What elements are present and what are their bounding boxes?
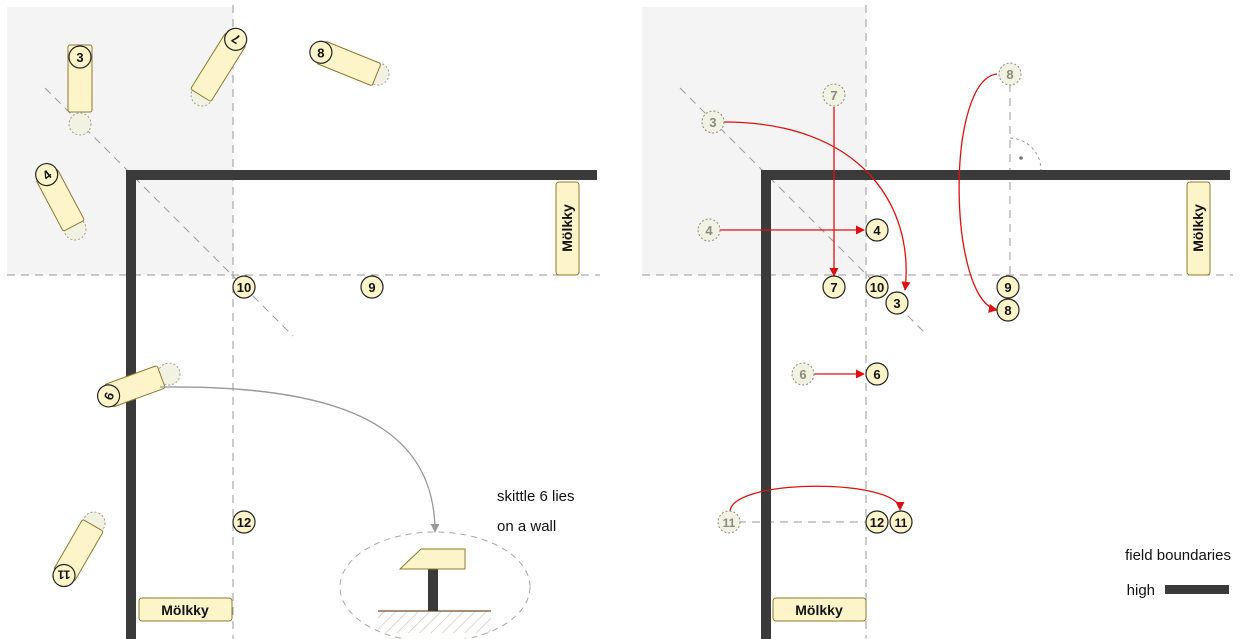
new-skittle-6-label: 6 <box>873 367 880 382</box>
left-molkky-sign-bottom: Mölkky <box>138 597 233 622</box>
arrow-skittle-8 <box>958 73 998 313</box>
skittle-10-label: 10 <box>237 280 251 295</box>
skittle-3-footprint <box>68 112 92 136</box>
left-shaded-area <box>7 7 233 275</box>
annotation-line-1: skittle 6 lies <box>497 488 575 505</box>
left-molkky-sign-side: Mölkky <box>555 181 580 276</box>
skittle-12-label: 12 <box>237 515 251 530</box>
legend-wall-swatch <box>1165 585 1229 594</box>
skittle-10-standing: 10 <box>232 275 256 299</box>
new-skittle-4-label: 4 <box>873 223 881 238</box>
new-skittle-12: 12 <box>865 510 889 534</box>
legend: field boundaries high <box>1125 547 1231 599</box>
new-skittle-3-label: 3 <box>893 296 900 311</box>
annotation-line-2: on a wall <box>497 518 556 535</box>
skittle-8-label: 8 <box>317 45 324 60</box>
skittle-12-standing: 12 <box>232 510 256 534</box>
arrow-skittle-11 <box>729 485 905 513</box>
skittle-6-to-wall-arrow <box>159 386 440 533</box>
right-sign-side-label: Mölkky <box>1190 204 1206 252</box>
right-sign-bottom-label: Mölkky <box>795 602 843 618</box>
new-skittle-11: 11 <box>889 510 913 534</box>
ghost-skittle-6: 6 <box>791 362 815 386</box>
new-skittle-11-label: 11 <box>895 516 908 530</box>
ghost-skittle-7: 7 <box>822 83 846 107</box>
new-skittle-10-label: 10 <box>870 280 884 295</box>
right-angle-dot <box>1019 156 1023 160</box>
new-skittle-6: 6 <box>865 362 889 386</box>
skittle-3-label: 3 <box>76 50 83 65</box>
wall-detail-illustration <box>339 531 531 639</box>
skittle-8-lying: 8 <box>309 40 390 86</box>
ghost-skittle-7-label: 7 <box>830 88 837 103</box>
skittle-11-label: 11 <box>57 568 70 582</box>
skittle-11-lying: 11 <box>52 511 106 588</box>
new-skittle-4: 4 <box>865 218 889 242</box>
legend-title: field boundaries <box>1125 547 1231 564</box>
skittle-6-lying: 6 <box>96 362 181 408</box>
skittle-6-footprint <box>157 362 181 386</box>
right-molkky-sign-side: Mölkky <box>1186 181 1211 276</box>
left-sign-side-label: Mölkky <box>559 204 575 252</box>
right-molkky-sign-bottom: Mölkky <box>772 597 867 622</box>
ghost-skittle-4-label: 4 <box>705 223 713 238</box>
skittle-7-lying: 7 <box>190 27 248 107</box>
new-skittle-12-label: 12 <box>870 515 884 530</box>
ghost-skittle-8: 8 <box>998 62 1022 86</box>
skittle-3-lying: 3 <box>67 44 93 136</box>
new-skittle-10: 10 <box>865 275 889 299</box>
skittle-9-standing: 9 <box>360 275 384 299</box>
ghost-skittle-11: 11 <box>717 510 741 534</box>
skittle-9-label: 9 <box>368 280 375 295</box>
skittle-6-label: 6 <box>101 390 118 402</box>
arrow-skittle-3 <box>723 121 911 291</box>
new-skittle-8: 8 <box>996 298 1020 322</box>
new-skittle-9: 9 <box>996 275 1020 299</box>
ghost-skittle-8-label: 8 <box>1006 67 1013 82</box>
skittle-4-lying: 4 <box>35 162 87 241</box>
ghost-skittle-3-label: 3 <box>709 115 716 130</box>
new-skittle-7: 7 <box>822 275 846 299</box>
new-skittle-7-label: 7 <box>830 280 837 295</box>
new-skittle-8-label: 8 <box>1004 303 1011 318</box>
left-panel: 3 7 8 4 <box>7 5 600 639</box>
ghost-skittle-4: 4 <box>697 218 721 242</box>
right-shaded-area <box>642 7 866 275</box>
right-angle-mark <box>1009 137 1042 171</box>
ghost-skittle-6-label: 6 <box>799 367 806 382</box>
new-skittle-3: 3 <box>885 291 909 315</box>
ghost-skittle-11-label: 11 <box>723 516 736 530</box>
legend-label: high <box>1127 582 1155 599</box>
right-panel: 3 7 8 4 6 11 4 7 <box>642 5 1233 639</box>
new-skittle-9-label: 9 <box>1004 280 1011 295</box>
left-sign-bottom-label: Mölkky <box>161 602 209 618</box>
ghost-skittle-3: 3 <box>701 110 725 134</box>
